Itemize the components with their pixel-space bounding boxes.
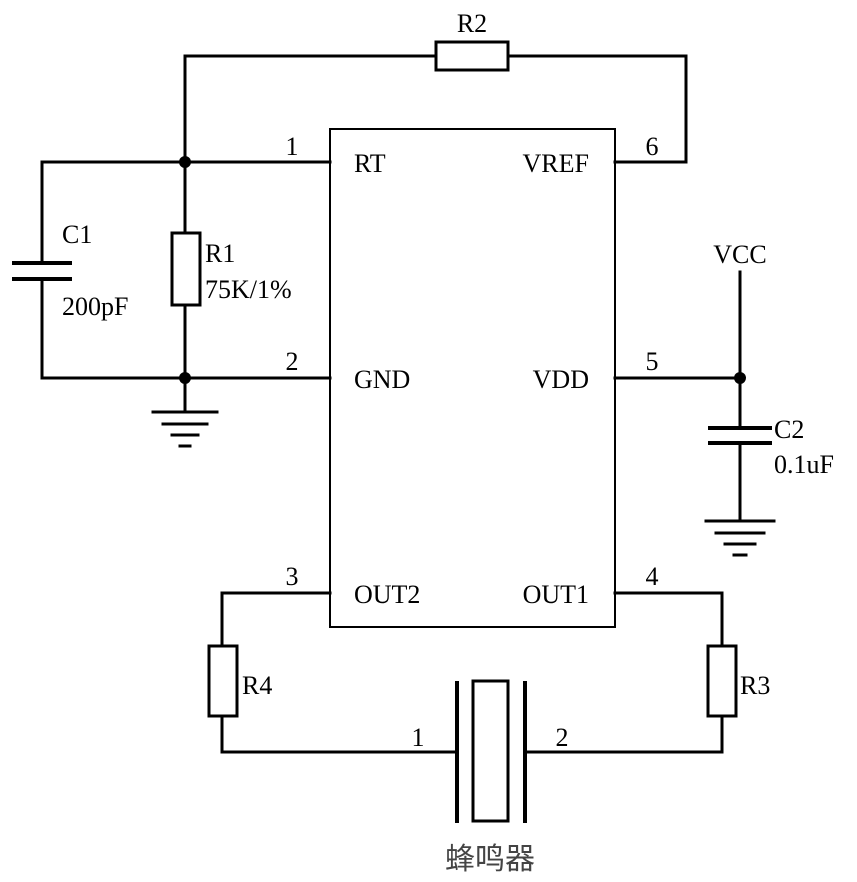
r2-left-wire <box>183 54 438 164</box>
pin1-number: 1 <box>286 132 299 161</box>
pin2-name: GND <box>354 365 410 394</box>
c2-label: C2 <box>774 415 804 444</box>
c2-value: 0.1uF <box>774 450 834 479</box>
r4-label: R4 <box>242 671 272 700</box>
pin3-number: 3 <box>286 562 299 591</box>
pin1-name: RT <box>354 149 386 178</box>
junction-rt <box>179 156 191 168</box>
pin3-name: OUT2 <box>354 580 420 609</box>
r1-value: 75K/1% <box>205 275 292 304</box>
c1-top-wire <box>40 160 187 264</box>
pin6-number: 6 <box>646 132 659 161</box>
pin6-name: VREF <box>523 149 589 178</box>
r1-label: R1 <box>205 239 235 268</box>
r4-resistor <box>207 644 239 718</box>
ground-symbol-left <box>151 376 219 448</box>
r2-label: R2 <box>457 9 487 38</box>
pin2-number: 2 <box>286 347 299 376</box>
pin4-name: OUT1 <box>523 580 589 609</box>
c1-bottom-wire <box>40 278 187 380</box>
pin5-name: VDD <box>533 365 589 394</box>
r3-label: R3 <box>740 671 770 700</box>
ic-body <box>329 128 616 628</box>
r4-bottom-wire <box>220 714 457 754</box>
r2-right-wire <box>506 54 688 164</box>
r2-resistor <box>434 40 510 72</box>
ground-symbol-right <box>704 519 776 557</box>
buzzer-label: 蜂鸣器 <box>445 842 535 877</box>
buzzer-pin1-number: 1 <box>412 723 425 752</box>
r3-bottom-wire <box>525 714 724 754</box>
pin4-number: 4 <box>646 562 659 591</box>
pin5-number: 5 <box>646 347 659 376</box>
c1-label: C1 <box>62 220 92 249</box>
c1-value: 200pF <box>62 292 128 321</box>
r3-resistor <box>706 644 738 718</box>
r1-resistor <box>170 231 202 307</box>
buzzer-pin2-number: 2 <box>556 723 569 752</box>
vcc-label: VCC <box>713 240 766 269</box>
buzzer-symbol <box>455 679 527 823</box>
